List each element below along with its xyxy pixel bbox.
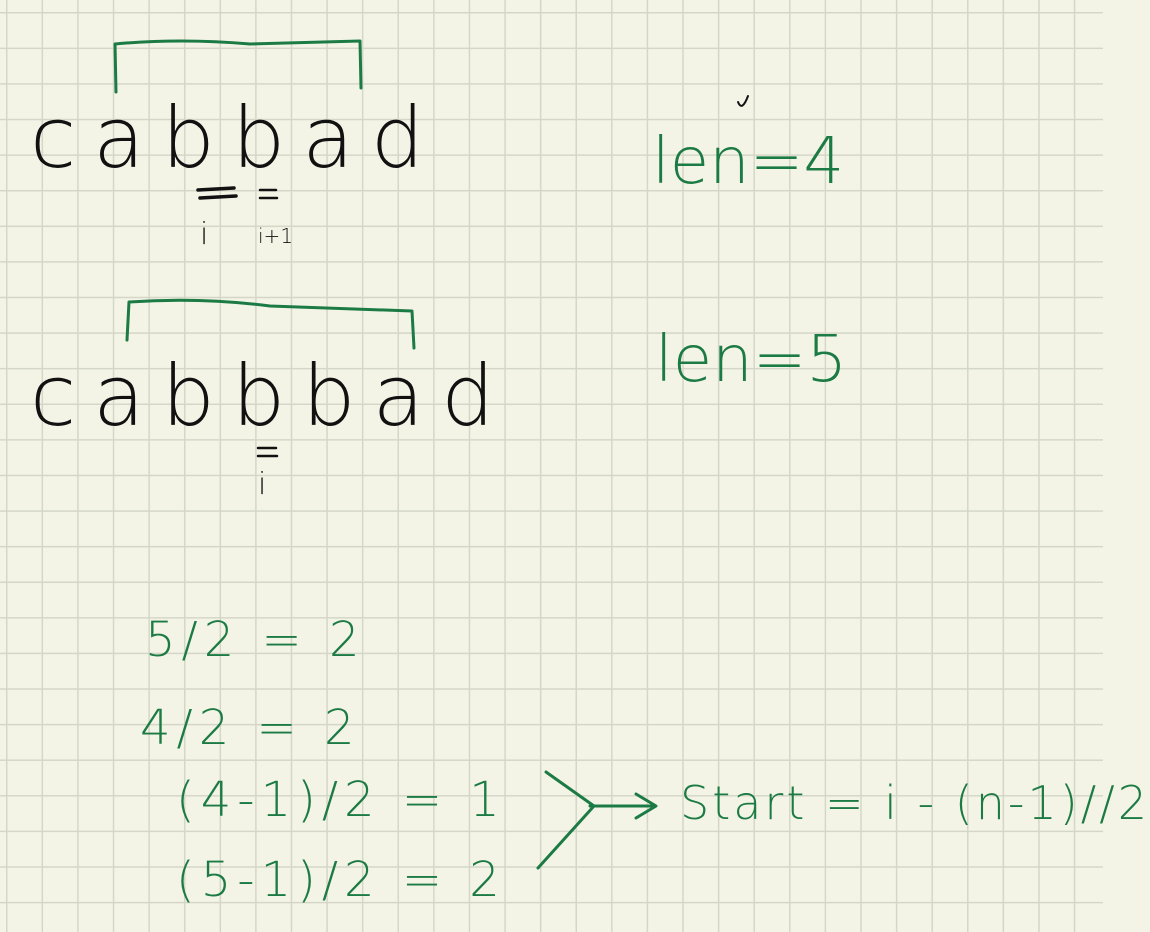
even-example-string: cabbad [30, 89, 442, 187]
calc-line-2: 4/2 = 2 [140, 700, 361, 756]
start-formula: Start = i - (n-1)//2 [680, 776, 1150, 830]
calc-line-3: (4-1)/2 = 1 [176, 772, 506, 828]
even-example-underline-marks [196, 95, 749, 200]
odd-example-bracket [125, 298, 416, 350]
even-index-i-label: i [200, 217, 209, 252]
odd-example-string: cabbbad [30, 347, 512, 445]
odd-example-underline-marks [256, 446, 279, 458]
calc-line-4: (5-1)/2 = 2 [176, 852, 506, 908]
odd-index-i-label: i [258, 467, 267, 502]
calc-line-1: 5/2 = 2 [145, 612, 366, 668]
even-index-i-plus-1-label: i+1 [258, 224, 294, 248]
odd-length-label: len=5 [655, 323, 848, 397]
brace-arrow-icon [536, 770, 658, 870]
even-length-label: len=4 [652, 125, 845, 199]
even-example-bracket [113, 39, 363, 94]
